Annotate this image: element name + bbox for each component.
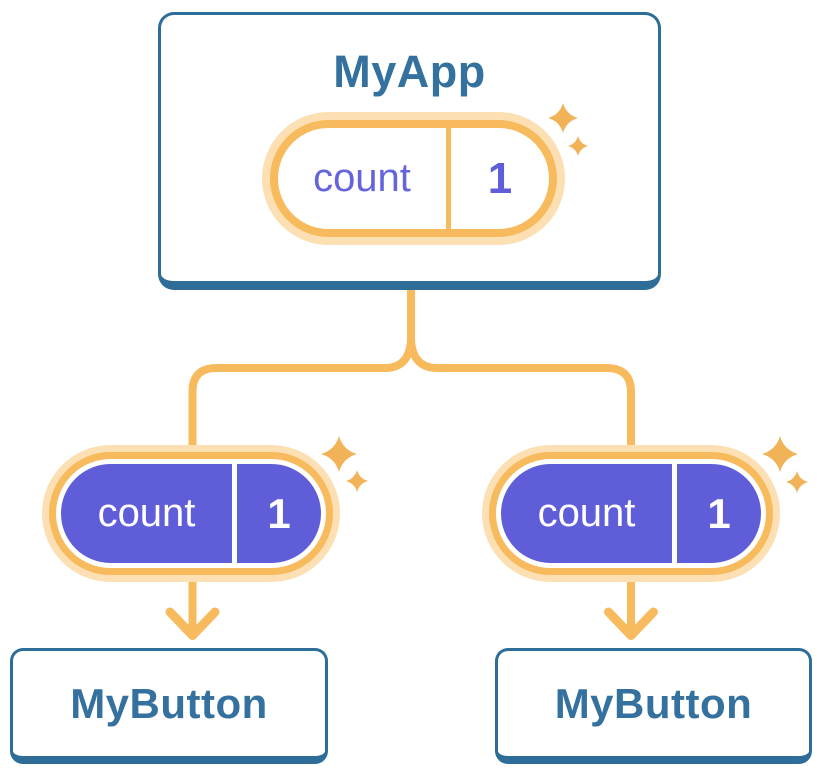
state-value: 1: [446, 128, 549, 229]
sparkle-icon: [321, 436, 357, 472]
prop-label: count: [537, 491, 636, 535]
sparkle-icon: [762, 436, 798, 472]
arrow-down-icon: [604, 607, 658, 640]
component-title: MyButton: [554, 679, 753, 727]
state-pill-parent: count 1: [270, 120, 557, 237]
component-title: MyApp: [333, 46, 486, 97]
prop-pill-right: count 1: [496, 459, 766, 568]
prop-label: count: [97, 491, 196, 535]
prop-pill-left: count 1: [56, 459, 326, 568]
state-label: count: [313, 156, 411, 200]
component-card-mybutton-left: MyButton: [10, 648, 328, 764]
component-card-mybutton-right: MyButton: [495, 648, 812, 764]
prop-value: 1: [232, 464, 321, 563]
prop-value: 1: [672, 464, 761, 563]
sparkle-icon: [786, 471, 808, 493]
component-title: MyButton: [70, 679, 268, 727]
sparkle-icon: [346, 470, 368, 492]
arrow-down-icon: [165, 607, 220, 640]
